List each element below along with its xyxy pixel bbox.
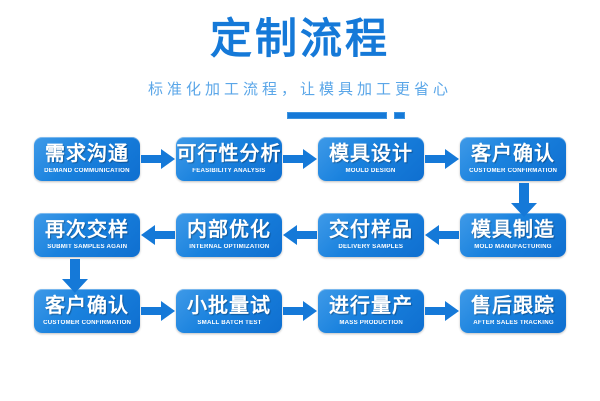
node-title: 模具制造: [471, 218, 555, 241]
node-title: 进行量产: [329, 294, 413, 317]
process-node-mould-design[interactable]: 模具设计 MOULD DESIGN: [318, 136, 424, 181]
process-node-feasibility-analysis[interactable]: 可行性分析 FEASIBILITY ANALYSIS: [176, 136, 282, 181]
node-title: 客户确认: [45, 294, 129, 317]
process-node-mass-production[interactable]: 进行量产 MASS PRODUCTION: [318, 288, 424, 333]
arrow-right-icon: [140, 146, 176, 172]
node-title: 客户确认: [471, 142, 555, 165]
process-node-customer-confirmation-2[interactable]: 客户确认 CUSTOMER CONFIRMATION: [34, 288, 140, 333]
divider-bar: [287, 112, 387, 120]
process-row-2: 再次交样 SUBMIT SAMPLES AGAIN 内部优化 INTERNAL …: [0, 212, 600, 257]
node-title: 售后跟踪: [471, 294, 555, 317]
node-title: 模具设计: [329, 142, 413, 165]
node-subtitle: SUBMIT SAMPLES AGAIN: [46, 243, 128, 250]
process-node-demand-communication[interactable]: 需求沟通 DEMAND COMMUNICATION: [34, 136, 140, 181]
node-subtitle: CUSTOMER CONFIRMATION: [42, 319, 132, 326]
arrow-right-icon: [282, 146, 318, 172]
page-subtitle: 标准化加工流程，让模具加工更省心: [147, 80, 452, 98]
divider-square: [394, 112, 405, 120]
node-title: 可行性分析: [176, 142, 282, 165]
node-subtitle: MOULD DESIGN: [345, 167, 397, 174]
arrow-left-icon: [282, 222, 318, 248]
process-node-mold-manufacturing[interactable]: 模具制造 MOLD MANUFACTURING: [460, 212, 566, 257]
connector-row1-to-row2-arrow-down-icon: [511, 182, 537, 219]
process-node-submit-samples-again[interactable]: 再次交样 SUBMIT SAMPLES AGAIN: [34, 212, 140, 257]
node-subtitle: AFTER SALES TRACKING: [472, 319, 554, 326]
node-title: 再次交样: [45, 218, 129, 241]
arrow-right-icon: [282, 298, 318, 324]
process-node-delivery-samples[interactable]: 交付样品 DELIVERY SAMPLES: [318, 212, 424, 257]
node-subtitle: FEASIBILITY ANALYSIS: [192, 167, 266, 174]
node-title: 内部优化: [187, 218, 271, 241]
arrow-right-icon: [424, 146, 460, 172]
header: 定制流程 标准化加工流程，让模具加工更省心: [0, 0, 600, 120]
process-row-1: 需求沟通 DEMAND COMMUNICATION 可行性分析 FEASIBIL…: [0, 136, 600, 181]
node-subtitle: DEMAND COMMUNICATION: [44, 167, 130, 174]
node-subtitle: INTERNAL OPTIMIZATION: [188, 243, 270, 250]
process-node-customer-confirmation-1[interactable]: 客户确认 CUSTOMER CONFIRMATION: [460, 136, 566, 181]
arrow-left-icon: [424, 222, 460, 248]
process-node-small-batch-test[interactable]: 小批量试 SMALL BATCH TEST: [176, 288, 282, 333]
title-divider: [0, 112, 600, 120]
process-row-3: 客户确认 CUSTOMER CONFIRMATION 小批量试 SMALL BA…: [0, 288, 600, 333]
node-subtitle: SMALL BATCH TEST: [196, 319, 262, 326]
node-title: 需求沟通: [45, 142, 129, 165]
process-node-after-sales-tracking[interactable]: 售后跟踪 AFTER SALES TRACKING: [460, 288, 566, 333]
node-subtitle: MASS PRODUCTION: [339, 319, 403, 326]
node-subtitle: DELIVERY SAMPLES: [338, 243, 404, 250]
process-node-internal-optimization[interactable]: 内部优化 INTERNAL OPTIMIZATION: [176, 212, 282, 257]
node-title: 小批量试: [187, 294, 271, 317]
arrow-right-icon: [424, 298, 460, 324]
node-subtitle: CUSTOMER CONFIRMATION: [468, 167, 558, 174]
node-subtitle: MOLD MANUFACTURING: [474, 243, 552, 250]
arrow-right-icon: [140, 298, 176, 324]
process-flow: 需求沟通 DEMAND COMMUNICATION 可行性分析 FEASIBIL…: [0, 136, 600, 333]
page-title: 定制流程: [209, 15, 390, 62]
node-title: 交付样品: [329, 218, 413, 241]
connector-row2-to-row3-arrow-down-icon: [62, 258, 88, 295]
arrow-left-icon: [140, 222, 176, 248]
